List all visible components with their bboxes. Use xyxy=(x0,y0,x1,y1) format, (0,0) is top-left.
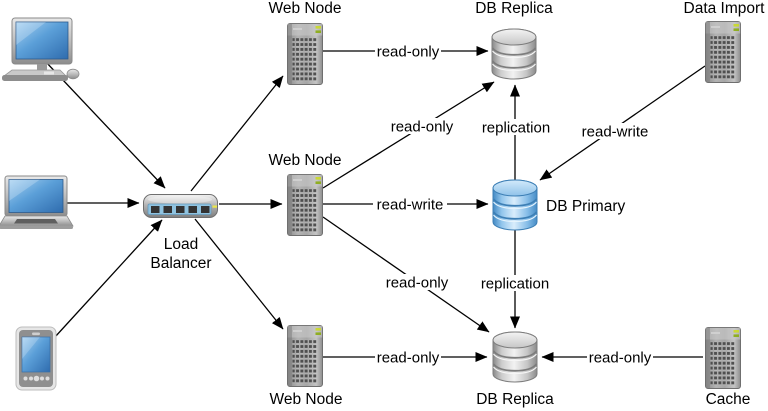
database-cylinder-icon-db-replica-bottom xyxy=(492,331,538,383)
edge-label-text: read-write xyxy=(582,124,649,141)
ports xyxy=(151,206,210,213)
edge-web-node-middle-to-db-replica-top xyxy=(322,81,495,189)
edge-label-text: read-only xyxy=(391,119,454,136)
edge-label-read-only-mid-down: read-only xyxy=(384,274,450,292)
web-node-middle-label: Web Node xyxy=(269,152,342,169)
edge-label-text: read-write xyxy=(377,197,444,214)
keyboard-front xyxy=(2,75,68,81)
edge-label-replication-top: replication xyxy=(476,119,556,137)
edge-label-read-only-top: read-only xyxy=(375,43,441,61)
mouse xyxy=(66,68,80,80)
web-node-top-label: Web Node xyxy=(269,0,342,17)
edge-label-text: read-only xyxy=(386,275,449,292)
phone-speaker xyxy=(32,332,40,336)
edge-label-read-only-mid-up: read-only xyxy=(389,118,455,136)
load-balancer-switch-icon xyxy=(143,194,218,218)
desktop-computer-icon xyxy=(2,17,80,81)
edge-label-text: read-only xyxy=(589,350,652,367)
server-tower-icon-cache xyxy=(705,327,741,389)
cache-label: Cache xyxy=(706,391,751,408)
edge-label-read-only-bottom: read-only xyxy=(375,349,441,367)
edge-label-text: read-only xyxy=(377,44,440,61)
node-labels: Web Node DB Replica Data Import Web Node… xyxy=(150,0,765,408)
database-cylinder-icon-db-replica-top xyxy=(491,28,537,80)
edge-phone-to-load-balancer xyxy=(54,219,163,338)
monitor-stand xyxy=(37,64,47,71)
monitor-screen xyxy=(15,21,69,60)
laptop-base-front xyxy=(0,225,73,229)
server-tower-icon-web-node-bottom xyxy=(287,325,323,387)
edge-label-read-write-mid: read-write xyxy=(373,196,447,214)
db-replica-bottom-label: DB Replica xyxy=(476,391,554,408)
edge-label-text: replication xyxy=(482,120,550,137)
server-tower-icon-web-node-top xyxy=(287,23,323,85)
laptop-icon xyxy=(0,175,74,229)
laptop-screen xyxy=(8,179,64,213)
edge-label-text: replication xyxy=(481,276,549,293)
edge-desktop-to-load-balancer xyxy=(44,60,166,189)
smartphone-icon xyxy=(15,326,57,391)
edge-label-text: read-only xyxy=(377,350,440,367)
load-balancer-label-line1: Load xyxy=(164,236,198,253)
led-yellow xyxy=(212,205,217,208)
db-replica-top-label: DB Replica xyxy=(475,0,553,17)
web-node-bottom-label: Web Node xyxy=(270,391,343,408)
laptop-keyboard xyxy=(14,219,58,224)
server-tower-icon-web-node-middle xyxy=(287,174,323,236)
edge-label-read-only-cache: read-only xyxy=(587,349,653,367)
edge-label-replication-bottom: replication xyxy=(475,275,555,293)
load-balancer-label-line2: Balancer xyxy=(150,255,211,272)
server-tower-icon-data-import xyxy=(705,21,741,83)
data-import-label: Data Import xyxy=(684,0,766,17)
edge-label-read-write-import: read-write xyxy=(578,123,652,141)
phone-buttons xyxy=(23,375,50,382)
database-cylinder-icon-db-primary xyxy=(492,179,538,231)
edge-labels: read-only read-only replication read-wri… xyxy=(373,43,653,367)
edge-load-balancer-to-web-node-top xyxy=(190,75,284,192)
phone-screen xyxy=(21,336,51,373)
edge-load-balancer-to-web-node-bottom xyxy=(194,218,284,330)
db-primary-label: DB Primary xyxy=(546,198,625,215)
